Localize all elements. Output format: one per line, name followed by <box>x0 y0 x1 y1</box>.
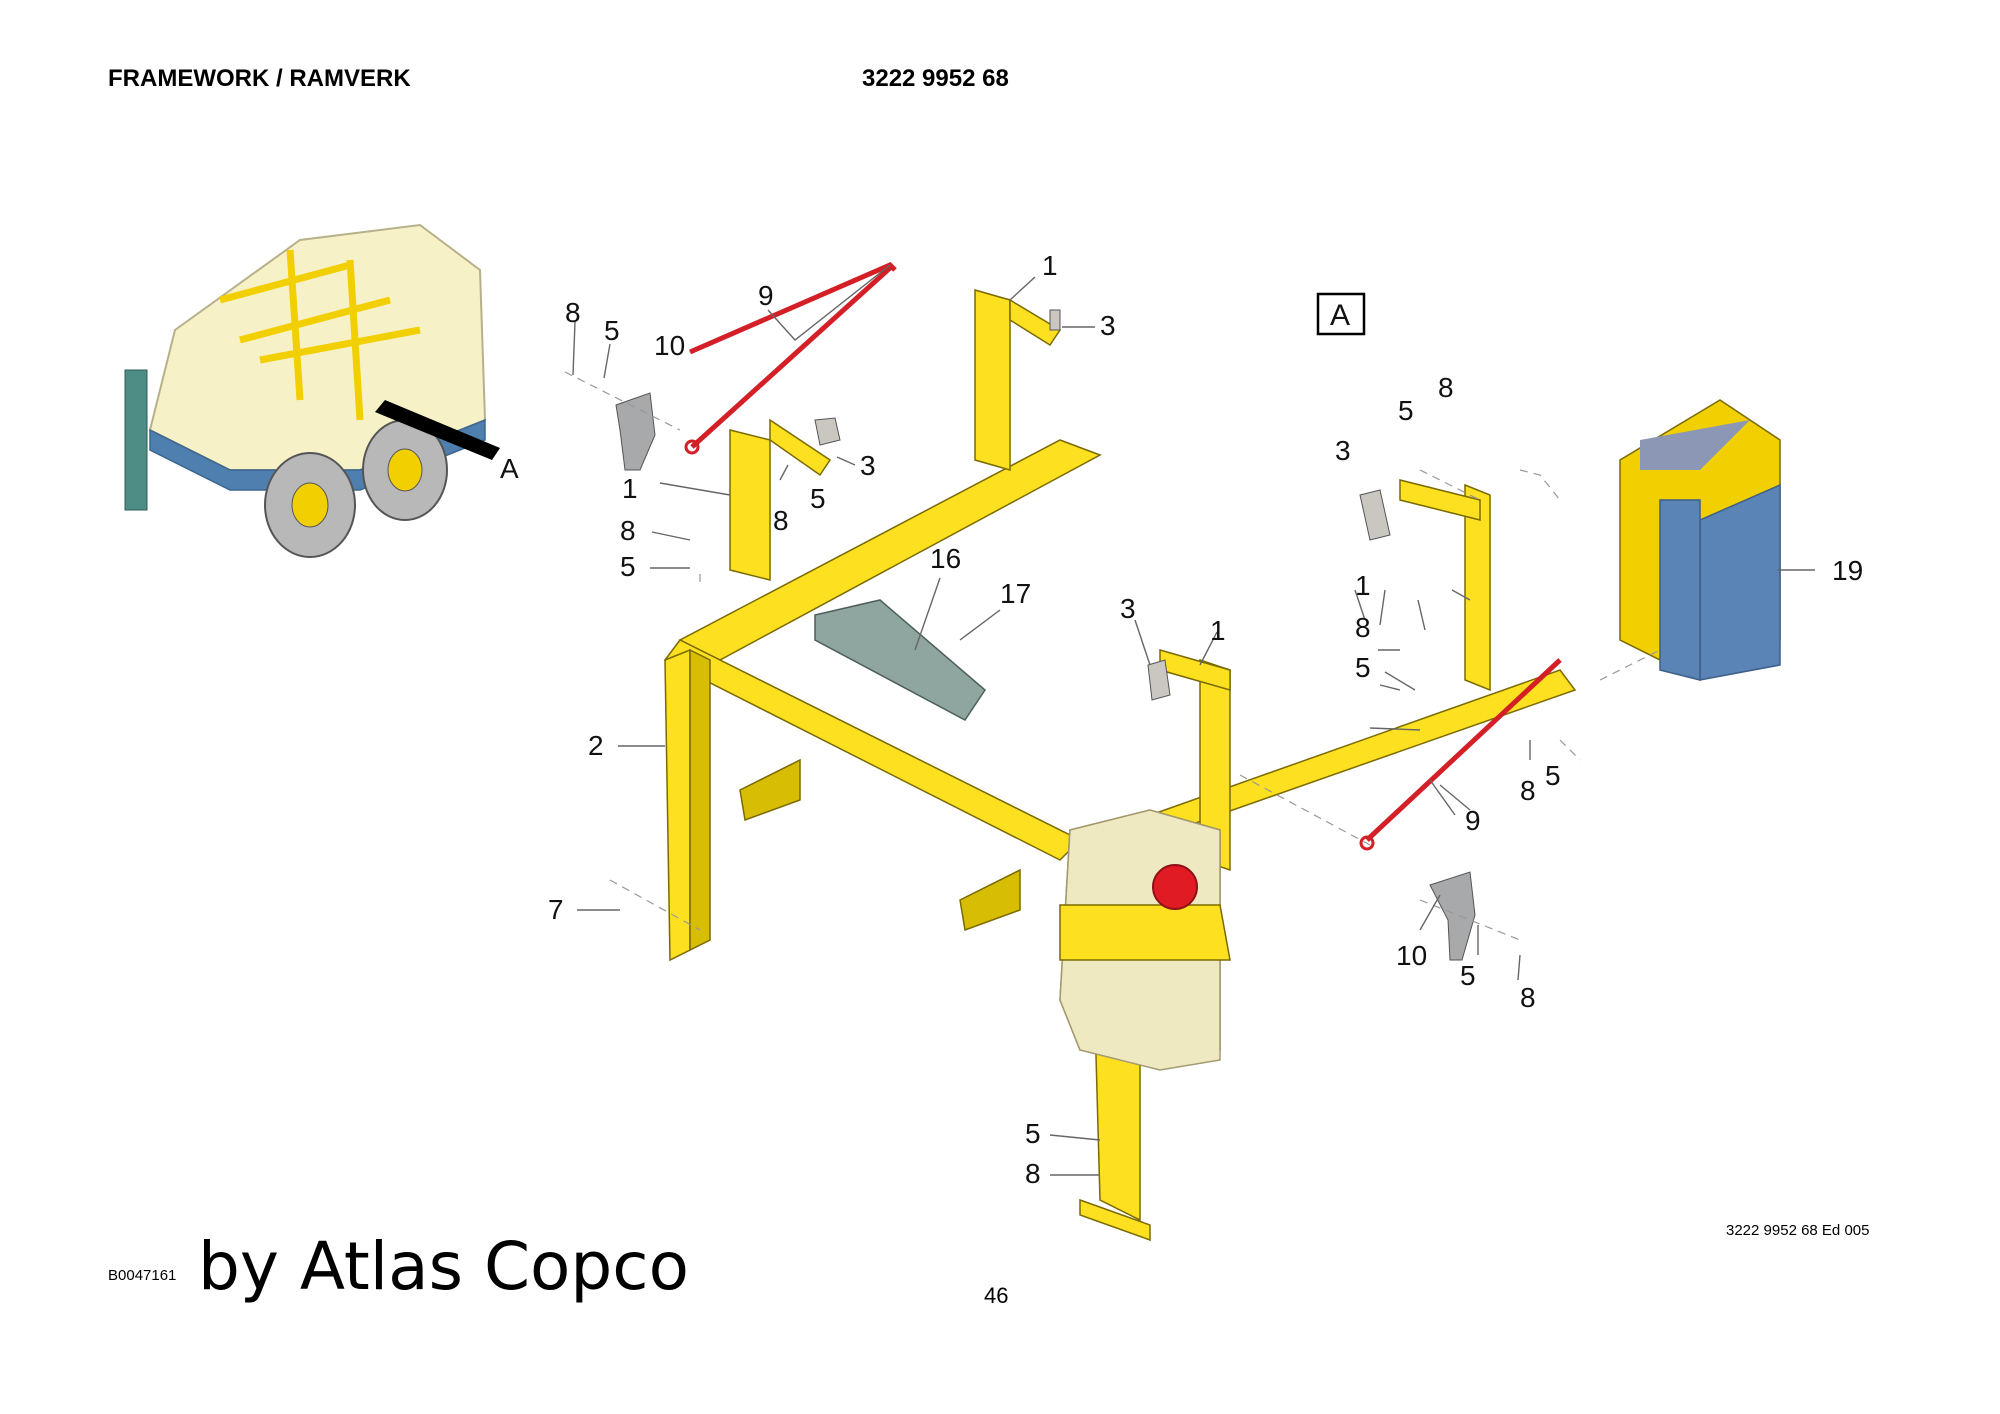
callout-8: 8 <box>773 505 789 536</box>
callout-5: 5 <box>1025 1118 1041 1149</box>
compressor-overview: A <box>124 223 519 558</box>
callout-1: 1 <box>622 473 638 504</box>
page-title: FRAMEWORK / RAMVERK <box>108 65 411 92</box>
callout-1: 1 <box>1042 250 1058 281</box>
callout-10: 10 <box>1396 940 1427 971</box>
callout-9: 9 <box>1465 805 1481 836</box>
oil-cooler-19 <box>1619 399 1781 681</box>
callout-16: 16 <box>930 543 961 574</box>
callout-1: 1 <box>1210 615 1226 646</box>
callout-7: 7 <box>548 894 564 925</box>
brand-watermark: by Atlas Copco <box>198 1228 689 1305</box>
callout-9: 9 <box>758 280 774 311</box>
callout-19: 19 <box>1832 555 1863 586</box>
inset-label-A: A <box>500 453 519 484</box>
callout-3: 3 <box>1100 310 1116 341</box>
main-frame <box>663 289 1577 1242</box>
bracket-10-right <box>1429 871 1476 961</box>
callout-5: 5 <box>1460 960 1476 991</box>
callout-5: 5 <box>604 315 620 346</box>
callout-1: 1 <box>1355 570 1371 601</box>
part-number: 3222 9952 68 <box>862 65 1009 92</box>
callout-10: 10 <box>654 330 685 361</box>
callout-8: 8 <box>1438 372 1454 403</box>
rod-9-right <box>1365 658 1562 842</box>
callout-8: 8 <box>1520 982 1536 1013</box>
callout-5: 5 <box>620 551 636 582</box>
support-plate-16 <box>814 599 986 721</box>
callout-5: 5 <box>1398 395 1414 426</box>
callout-8: 8 <box>620 515 636 546</box>
callout-5: 5 <box>1355 652 1371 683</box>
callout-8: 8 <box>565 297 581 328</box>
callout-3: 3 <box>1120 593 1136 624</box>
callout-17: 17 <box>1000 578 1031 609</box>
edition-code: 3222 9952 68 Ed 005 <box>1726 1222 1870 1239</box>
bracket-10-left <box>615 392 656 471</box>
page-number: 46 <box>984 1283 1009 1308</box>
callout-3: 3 <box>1335 435 1351 466</box>
callout-8: 8 <box>1355 612 1371 643</box>
tank-cap <box>1152 864 1198 910</box>
detail-a-label: A <box>1330 299 1350 332</box>
callout-5: 5 <box>810 483 826 514</box>
callout-8: 8 <box>1520 775 1536 806</box>
callout-2: 2 <box>588 730 604 761</box>
callout-3: 3 <box>860 450 876 481</box>
callout-5: 5 <box>1545 760 1561 791</box>
rod-9-left <box>689 262 897 355</box>
callout-8: 8 <box>1025 1158 1041 1189</box>
image-code: B0047161 <box>108 1267 177 1284</box>
detail-a-box <box>1316 292 1366 336</box>
